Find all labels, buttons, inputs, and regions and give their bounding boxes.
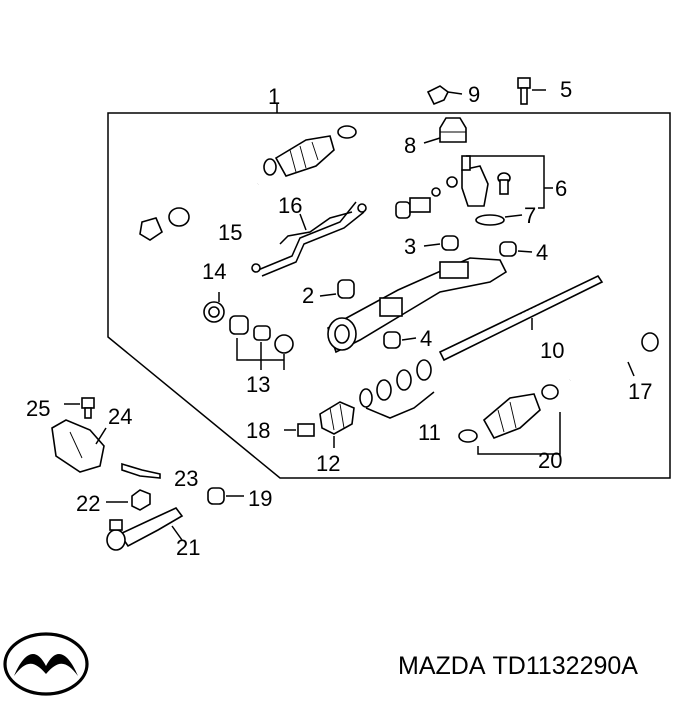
- pipes-part: [251, 201, 367, 277]
- clip-part: [426, 85, 463, 106]
- rack-housing-part: [327, 257, 508, 354]
- bushing-3-part: [423, 235, 459, 251]
- bushing-4-lower-part: [383, 331, 417, 349]
- bushing-4-upper-part: [499, 241, 533, 257]
- callout-12: 12: [316, 451, 340, 476]
- housing-cap-part: [423, 117, 467, 144]
- boot-12-part: [319, 401, 355, 448]
- callout-14: 14: [202, 259, 226, 284]
- callout-4-lower: 4: [420, 326, 432, 351]
- callout-2: 2: [302, 283, 314, 308]
- callout-8: 8: [404, 133, 416, 158]
- callout-16: 16: [278, 193, 302, 218]
- callout-6: 6: [555, 176, 567, 201]
- assembly-frame: [107, 112, 671, 479]
- upper-boot-part: [263, 125, 357, 177]
- upper-tie-rod-part: [139, 181, 259, 241]
- callout-10: 10: [540, 338, 564, 363]
- callout-1: 1: [268, 84, 280, 109]
- callout-5: 5: [560, 77, 572, 102]
- nut-22-part: [106, 489, 151, 511]
- seal-14-part: [203, 292, 225, 323]
- tie-rod-17-part: [568, 332, 659, 383]
- tie-rod-end-21-part: [106, 507, 184, 551]
- callout-20: 20: [538, 448, 562, 473]
- callout-3: 3: [404, 234, 416, 259]
- callout-21: 21: [176, 535, 200, 560]
- mazda-logo-icon: [3, 632, 89, 696]
- callout-23: 23: [174, 466, 198, 491]
- brand-make: MAZDA: [398, 652, 486, 680]
- callout-9: 9: [468, 82, 480, 107]
- clip-18-part: [284, 423, 315, 437]
- rings-11-part: [359, 359, 435, 419]
- bushing-19-part: [207, 487, 244, 505]
- boot-20-part: [458, 384, 561, 455]
- callout-15: 15: [218, 220, 242, 245]
- callout-19: 19: [248, 486, 272, 511]
- valve-part: [395, 176, 458, 219]
- bracket-23-part: [121, 462, 161, 479]
- callout-7: 7: [524, 203, 536, 228]
- callout-24: 24: [108, 404, 132, 429]
- bolt-part: [517, 77, 546, 105]
- bolt-25-part: [64, 397, 95, 419]
- callout-25: 25: [26, 396, 50, 421]
- bushing-2-part: [319, 279, 355, 299]
- bushing-13-group-part: [229, 315, 294, 370]
- callout-13: 13: [246, 372, 270, 397]
- callout-18: 18: [246, 418, 270, 443]
- brand-part-number: TD1132290A: [492, 652, 638, 680]
- rack-bar-part: [438, 274, 604, 362]
- callout-11: 11: [418, 420, 441, 445]
- callout-22: 22: [76, 491, 100, 516]
- callout-4-upper: 4: [536, 240, 548, 265]
- shield-24-part: [51, 419, 107, 473]
- pinion-group-part: [461, 155, 553, 226]
- callout-17: 17: [628, 379, 652, 404]
